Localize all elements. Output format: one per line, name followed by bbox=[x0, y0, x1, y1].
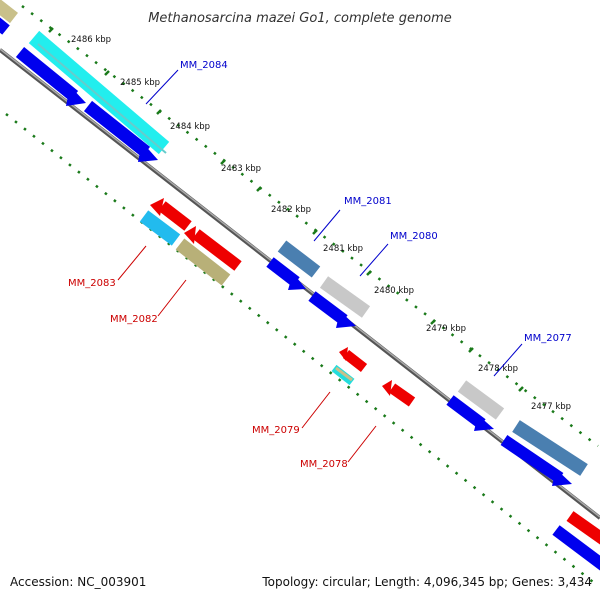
cds-mm2079-red-head bbox=[339, 347, 348, 361]
cds-mm2082-red[interactable] bbox=[192, 229, 242, 271]
cds-mm2080-head bbox=[336, 311, 356, 328]
cds-blue-topleft[interactable] bbox=[0, 17, 10, 35]
gene-mm2084-bar-shadow bbox=[37, 43, 167, 154]
tick-label-2481: 2481 kbp bbox=[323, 244, 363, 254]
gene-label-mm2083[interactable]: MM_2083 bbox=[68, 278, 116, 289]
cds-blue-bottomright[interactable] bbox=[552, 525, 600, 571]
gene-mm2084-bar[interactable] bbox=[28, 30, 170, 155]
gene-mm2081-bar[interactable] bbox=[277, 240, 321, 278]
accession-text: Accession: NC_003901 bbox=[10, 575, 146, 589]
tick-label-2479: 2479 kbp bbox=[426, 324, 466, 334]
gene-mm2083-bar[interactable] bbox=[139, 210, 181, 246]
tick-track-inner bbox=[5, 113, 599, 587]
cds-mm2077-a[interactable] bbox=[446, 395, 486, 429]
cds-mm2078-red[interactable] bbox=[388, 383, 416, 407]
tick-label-2477: 2477 kbp bbox=[531, 402, 571, 412]
gene-steelblue-right[interactable] bbox=[512, 420, 588, 476]
tick-label-2483: 2483 kbp bbox=[221, 164, 261, 174]
gene-label-mm2079[interactable]: MM_2079 bbox=[252, 425, 300, 436]
gene-label-mm2077[interactable]: MM_2077 bbox=[524, 333, 572, 344]
kbp-tick-marks bbox=[48, 27, 524, 392]
cds-red-bottomright[interactable] bbox=[566, 511, 600, 545]
tick-label-2482: 2482 kbp bbox=[271, 205, 311, 215]
tick-label-2484: 2484 kbp bbox=[170, 122, 210, 132]
cds-mm2078-red-head bbox=[382, 380, 392, 396]
tick-label-2480: 2480 kbp bbox=[374, 286, 414, 296]
gene-mm2079-bar-inner bbox=[335, 366, 353, 382]
cds-mm2084-b-head bbox=[138, 142, 158, 162]
cds-mm2079-red[interactable] bbox=[342, 350, 368, 372]
kbp-labels: 2486 kbp 2485 kbp 2484 kbp 2483 kbp 2482… bbox=[71, 35, 571, 412]
gene-mm2082-bar[interactable] bbox=[175, 238, 231, 286]
gene-label-mm2080[interactable]: MM_2080 bbox=[390, 231, 438, 242]
tick-label-2485: 2485 kbp bbox=[120, 78, 160, 88]
cds-mm2083-red[interactable] bbox=[158, 201, 192, 231]
cds-mm2083-red-head bbox=[150, 198, 164, 216]
cds-mm2084-b[interactable] bbox=[83, 100, 151, 158]
cds-mm2081-head bbox=[288, 273, 306, 290]
gene-label-mm2082[interactable]: MM_2082 bbox=[110, 314, 158, 325]
gene-label-mm2084[interactable]: MM_2084 bbox=[180, 60, 228, 71]
feature-khaki-topleft[interactable] bbox=[0, 0, 18, 24]
leader-lines-minus bbox=[117, 245, 377, 463]
cds-blue-right-head bbox=[552, 469, 572, 486]
leader-lines-plus bbox=[145, 69, 523, 377]
cds-blue-right[interactable] bbox=[500, 435, 564, 483]
gene-label-mm2081[interactable]: MM_2081 bbox=[344, 196, 392, 207]
gene-mm2077-bar[interactable] bbox=[457, 380, 505, 420]
tick-label-2486: 2486 kbp bbox=[71, 35, 111, 45]
cds-mm2084-a-head bbox=[66, 86, 86, 106]
cds-mm2080[interactable] bbox=[308, 291, 348, 325]
cds-mm2077-a-head bbox=[474, 415, 494, 431]
gene-label-mm2078[interactable]: MM_2078 bbox=[300, 459, 348, 470]
topology-text: Topology: circular; Length: 4,096,345 bp… bbox=[261, 575, 592, 589]
map-title: Methanosarcina mazei Go1, complete genom… bbox=[148, 11, 452, 26]
cds-mm2082-red-head bbox=[184, 226, 196, 244]
tick-label-2478: 2478 kbp bbox=[478, 364, 518, 374]
cds-mm2084-a[interactable] bbox=[15, 46, 79, 102]
gene-mm2080-bar[interactable] bbox=[319, 276, 371, 318]
